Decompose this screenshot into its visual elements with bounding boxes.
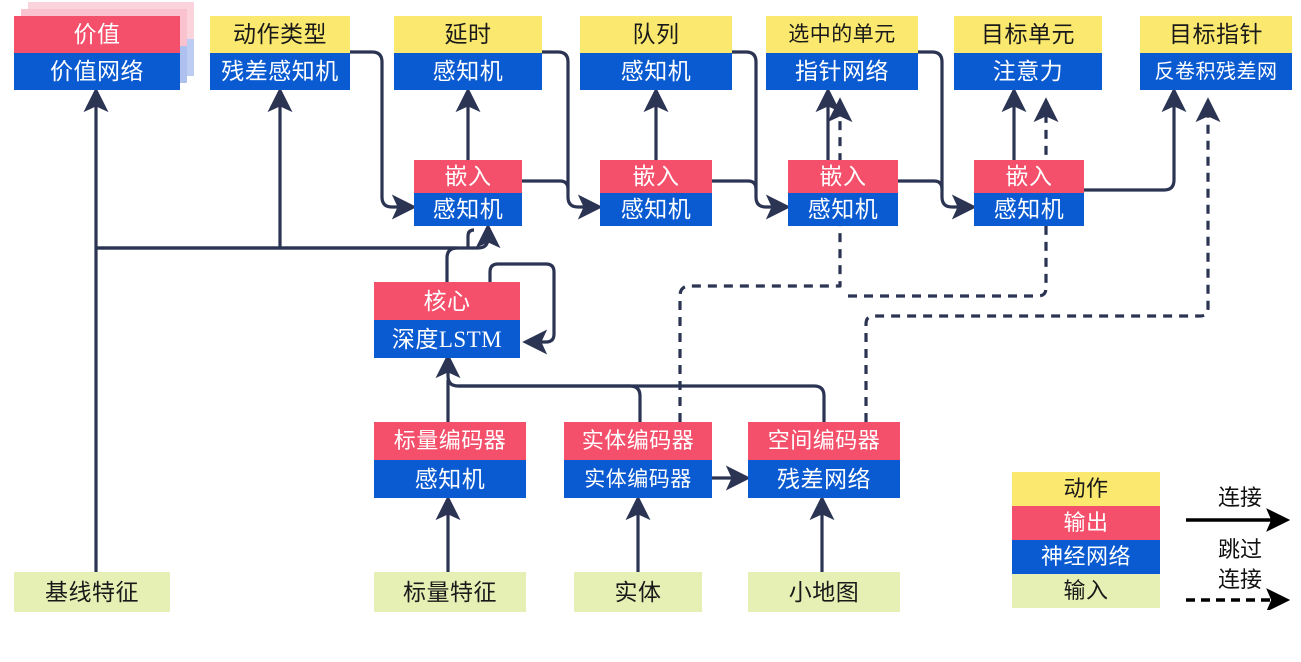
- node-baseline-features[interactable]: 基线特征: [14, 572, 170, 612]
- edge-embedtarget-to-targetpoint: [1084, 87, 1187, 192]
- node-embed-target[interactable]: 嵌入 感知机: [974, 160, 1084, 226]
- node-entity-encoder-top: 实体编码器: [564, 422, 712, 460]
- node-embed-selected[interactable]: 嵌入 感知机: [788, 160, 898, 226]
- node-spatial-encoder-top: 空间编码器: [748, 422, 900, 460]
- node-value[interactable]: 价值 价值网络: [14, 2, 194, 90]
- node-delay[interactable]: 延时 感知机: [394, 16, 542, 90]
- edge-spatial-to-bus: [458, 384, 826, 422]
- node-spatial-encoder-bottom: 残差网络: [748, 460, 900, 498]
- node-embed-delay-bottom: 感知机: [414, 193, 522, 226]
- node-scalar-encoder-top: 标量编码器: [374, 422, 526, 460]
- node-action-type-top: 动作类型: [210, 16, 350, 53]
- node-embed-target-top: 嵌入: [974, 160, 1084, 193]
- edge-bus-to-embeddelay: [466, 228, 475, 248]
- node-core-top: 核心: [374, 282, 520, 320]
- node-embed-target-bottom: 感知机: [974, 193, 1084, 226]
- node-action-type[interactable]: 动作类型 残差感知机: [210, 16, 350, 90]
- node-target-unit[interactable]: 目标单元 注意力: [954, 16, 1102, 90]
- edge-actiontype-to-embeddelay: [350, 50, 417, 220]
- node-scalar-encoder-bottom: 感知机: [374, 460, 526, 498]
- node-target-unit-top: 目标单元: [954, 16, 1102, 53]
- edge-embedselected-to-next: [898, 179, 944, 190]
- legend-swatch-action: 动作: [1012, 472, 1160, 506]
- node-core-bottom: 深度LSTM: [374, 320, 520, 358]
- node-embed-queued-top: 嵌入: [600, 160, 712, 193]
- node-entity-encoder[interactable]: 实体编码器 实体编码器: [564, 422, 712, 498]
- node-spatial-encoder[interactable]: 空间编码器 残差网络: [748, 422, 900, 498]
- node-embed-delay[interactable]: 嵌入 感知机: [414, 160, 522, 226]
- edge-core-up: [96, 246, 459, 282]
- node-delay-bottom: 感知机: [394, 53, 542, 90]
- node-target-point-bottom: 反卷积残差网: [1140, 53, 1292, 90]
- edge-delay-to-embedqueued: [542, 50, 603, 220]
- edge-embedqueued-to-next: [712, 179, 758, 190]
- node-embed-queued[interactable]: 嵌入 感知机: [600, 160, 712, 226]
- node-delay-top: 延时: [394, 16, 542, 53]
- legend-arrow-key: 连接 跳过 连接: [1186, 480, 1296, 610]
- node-entities[interactable]: 实体: [574, 572, 702, 612]
- legend-swatch-input: 输入: [1012, 574, 1160, 608]
- node-value-top: 价值: [14, 16, 180, 53]
- edge-queued-to-embedselected: [732, 50, 791, 220]
- node-queued[interactable]: 队列 感知机: [580, 16, 732, 90]
- node-selected-units[interactable]: 选中的单元 指针网络: [766, 16, 918, 90]
- legend-label-skip-line1: 跳过: [1217, 537, 1262, 562]
- node-queued-bottom: 感知机: [580, 53, 732, 90]
- node-target-point[interactable]: 目标指针 反卷积残差网: [1140, 16, 1292, 90]
- node-target-unit-bottom: 注意力: [954, 53, 1102, 90]
- legend-color-key: 动作 输出 神经网络 输入: [1012, 472, 1160, 608]
- node-queued-top: 队列: [580, 16, 732, 53]
- node-minimap[interactable]: 小地图: [748, 572, 900, 612]
- skip-entity-to-targetunit: [848, 97, 1059, 298]
- edge-core-self: [488, 262, 556, 355]
- node-embed-queued-bottom: 感知机: [600, 193, 712, 226]
- edge-selected-to-embedtarget: [918, 50, 977, 220]
- node-selected-units-top: 选中的单元: [766, 16, 918, 53]
- node-scalar-features[interactable]: 标量特征: [374, 572, 526, 612]
- bus-core-top: [96, 223, 501, 250]
- node-embed-delay-top: 嵌入: [414, 160, 522, 193]
- node-target-point-top: 目标指针: [1140, 16, 1292, 53]
- skip-spatial-to-targetpoint: [864, 97, 1221, 422]
- node-selected-units-bottom: 指针网络: [766, 53, 918, 90]
- node-entities-label: 实体: [574, 572, 702, 612]
- legend-swatch-network: 神经网络: [1012, 540, 1160, 574]
- skip-entity-to-selected: [678, 97, 853, 422]
- node-scalar-encoder[interactable]: 标量编码器 感知机: [374, 422, 526, 498]
- node-minimap-label: 小地图: [748, 572, 900, 612]
- node-core[interactable]: 核心 深度LSTM: [374, 282, 520, 358]
- node-action-type-bottom: 残差感知机: [210, 53, 350, 90]
- node-scalar-features-label: 标量特征: [374, 572, 526, 612]
- node-baseline-features-label: 基线特征: [14, 572, 170, 612]
- node-embed-selected-top: 嵌入: [788, 160, 898, 193]
- legend-label-skip-line2: 连接: [1217, 567, 1262, 592]
- legend-swatch-output: 输出: [1012, 506, 1160, 540]
- node-entity-encoder-bottom: 实体编码器: [564, 460, 712, 498]
- edge-embeddelay-to-next: [522, 179, 570, 190]
- edge-entity-to-bus: [435, 353, 642, 422]
- node-value-bottom: 价值网络: [14, 53, 180, 90]
- legend-label-connection: 连接: [1217, 485, 1262, 510]
- legend-arrow-glyphs: [1186, 508, 1291, 610]
- node-embed-selected-bottom: 感知机: [788, 193, 898, 226]
